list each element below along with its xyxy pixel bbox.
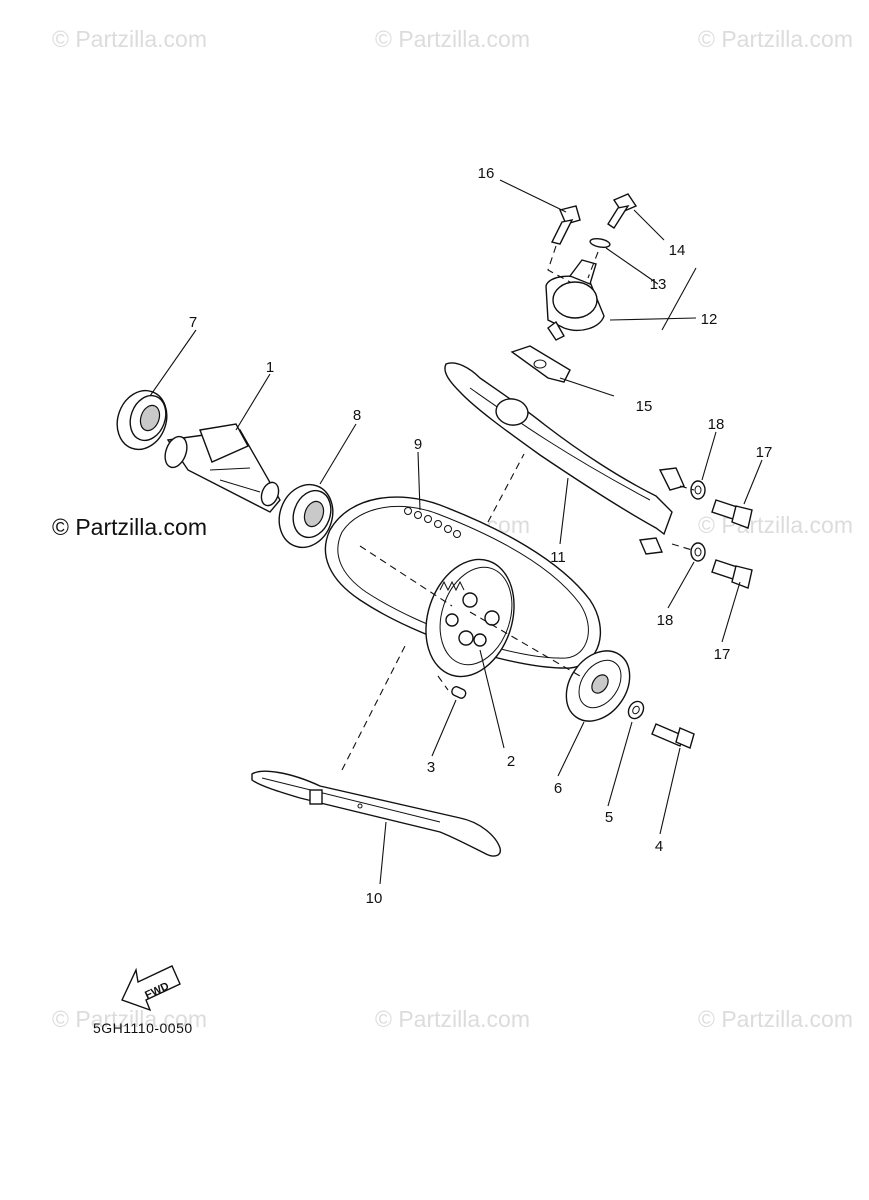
callout-17-upper: 17 [756,444,773,461]
callout-14: 14 [669,242,686,259]
brand-label: © Partzilla.com [52,514,207,540]
part-chain-guide-upper[interactable] [444,362,685,555]
part-bolt-guide-lower[interactable] [711,559,753,589]
callout-1: 1 [266,359,274,376]
watermark: © Partzilla.com [52,1006,207,1032]
part-sprocket-plate[interactable] [553,639,642,733]
callout-5: 5 [605,809,613,826]
watermark: © Partzilla.com [375,1006,530,1032]
part-chain-guide-lower[interactable] [251,770,501,857]
callout-7: 7 [189,314,197,331]
callout-numbers: 1 2 3 4 5 6 7 8 9 10 11 12 13 14 15 16 1… [189,165,773,907]
callout-4: 4 [655,838,663,855]
callout-9: 9 [414,436,422,453]
part-washer-lower[interactable] [690,542,706,562]
callout-13: 13 [650,276,667,293]
callout-6: 6 [554,780,562,797]
part-cam-sprocket[interactable] [412,548,529,688]
callout-11: 11 [550,549,566,566]
leader-lines [149,179,763,885]
callout-18-lower: 18 [657,612,674,629]
callout-17-lower: 17 [714,646,731,663]
part-tensioner[interactable] [545,259,605,341]
part-bolt-sprocket[interactable] [651,723,695,749]
part-gasket[interactable] [510,345,571,383]
callout-8: 8 [353,407,361,424]
watermark: © Partzilla.com [698,26,853,52]
part-bearing-left[interactable] [109,384,175,457]
callout-3: 3 [427,759,435,776]
part-washer[interactable] [625,699,646,722]
watermark: © Partzilla.com [698,1006,853,1032]
part-washer-upper[interactable] [690,480,706,500]
callout-12: 12 [701,311,718,328]
part-bolt-tensioner-right[interactable] [607,193,638,229]
diagram-code: 5GH1110-0050 [93,1020,193,1036]
part-bolt-tensioner-left[interactable] [550,205,581,245]
fwd-arrow-icon: FWD [121,965,181,1012]
callout-15: 15 [636,398,653,415]
part-bearing-right[interactable] [271,477,342,555]
callout-16: 16 [478,165,495,182]
watermark: © Partzilla.com [375,26,530,52]
part-dowel-pin[interactable] [451,685,467,699]
callout-2: 2 [507,753,515,770]
part-bolt-guide-upper[interactable] [711,499,753,529]
callout-18-upper: 18 [708,416,725,433]
watermark: © Partzilla.com [52,26,207,52]
part-o-ring[interactable] [589,237,611,249]
part-camshaft[interactable] [161,423,281,513]
callout-10: 10 [366,890,383,907]
